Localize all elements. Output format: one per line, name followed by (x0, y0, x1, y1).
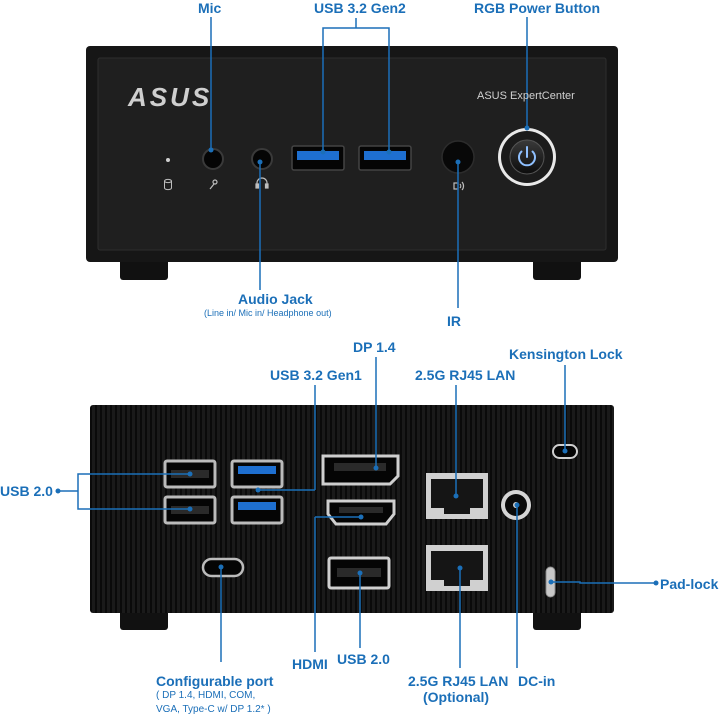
front-foot-left (120, 258, 168, 280)
mic-port (202, 148, 224, 170)
label-ir: IR (447, 313, 461, 329)
label-usb20-bottom: USB 2.0 (337, 651, 390, 667)
front-device (86, 46, 618, 280)
label-audio-jack: Audio Jack (238, 291, 313, 307)
usb-gen1-port-top (230, 459, 284, 489)
label-hdmi: HDMI (292, 656, 328, 672)
label-lan-optional: 2.5G RJ45 LAN (408, 673, 509, 689)
label-lan-optional-sub: (Optional) (423, 689, 490, 705)
front-foot-right (533, 258, 581, 280)
callout-lines (58, 17, 656, 668)
lan-port-bottom (426, 545, 488, 591)
label-usb20-left: USB 2.0 (0, 483, 53, 499)
usb-gen2-port-2 (358, 145, 412, 171)
label-usb32-gen1: USB 3.2 Gen1 (270, 367, 362, 383)
asus-logo: ASUS (128, 82, 213, 112)
label-lan-top: 2.5G RJ45 LAN (415, 367, 516, 383)
status-led (166, 158, 170, 162)
front-panel (97, 57, 607, 251)
audio-jack-port (251, 148, 273, 170)
rear-device (90, 405, 614, 630)
disk-icon (164, 178, 172, 191)
usb-gen2-port-1 (291, 145, 345, 171)
headphone-icon (255, 177, 269, 189)
label-config-sub-2: VGA, Type-C w/ DP 1.2* ) (156, 704, 271, 715)
mic-icon (209, 179, 218, 190)
label-config-sub-1: ( DP 1.4, HDMI, COM, (156, 690, 256, 701)
label-dp14: DP 1.4 (353, 339, 396, 355)
power-icon (518, 146, 536, 167)
label-configurable-port: Configurable port (156, 673, 274, 689)
rear-foot-left (120, 608, 168, 630)
label-padlock: Pad-lock (660, 576, 719, 592)
label-usb32-gen2: USB 3.2 Gen2 (314, 0, 406, 16)
rear-foot-right (533, 608, 581, 630)
callout-dots (55, 125, 659, 586)
label-dc-in: DC-in (518, 673, 556, 689)
label-rgb-power-button: RGB Power Button (474, 0, 600, 16)
model-text: ASUS ExpertCenter (477, 90, 575, 102)
label-mic: Mic (198, 0, 222, 16)
label-kensington-lock: Kensington Lock (509, 346, 623, 362)
usb-gen1-port-bottom (230, 495, 284, 525)
label-audio-jack-sub: (Line in/ Mic in/ Headphone out) (204, 308, 332, 318)
